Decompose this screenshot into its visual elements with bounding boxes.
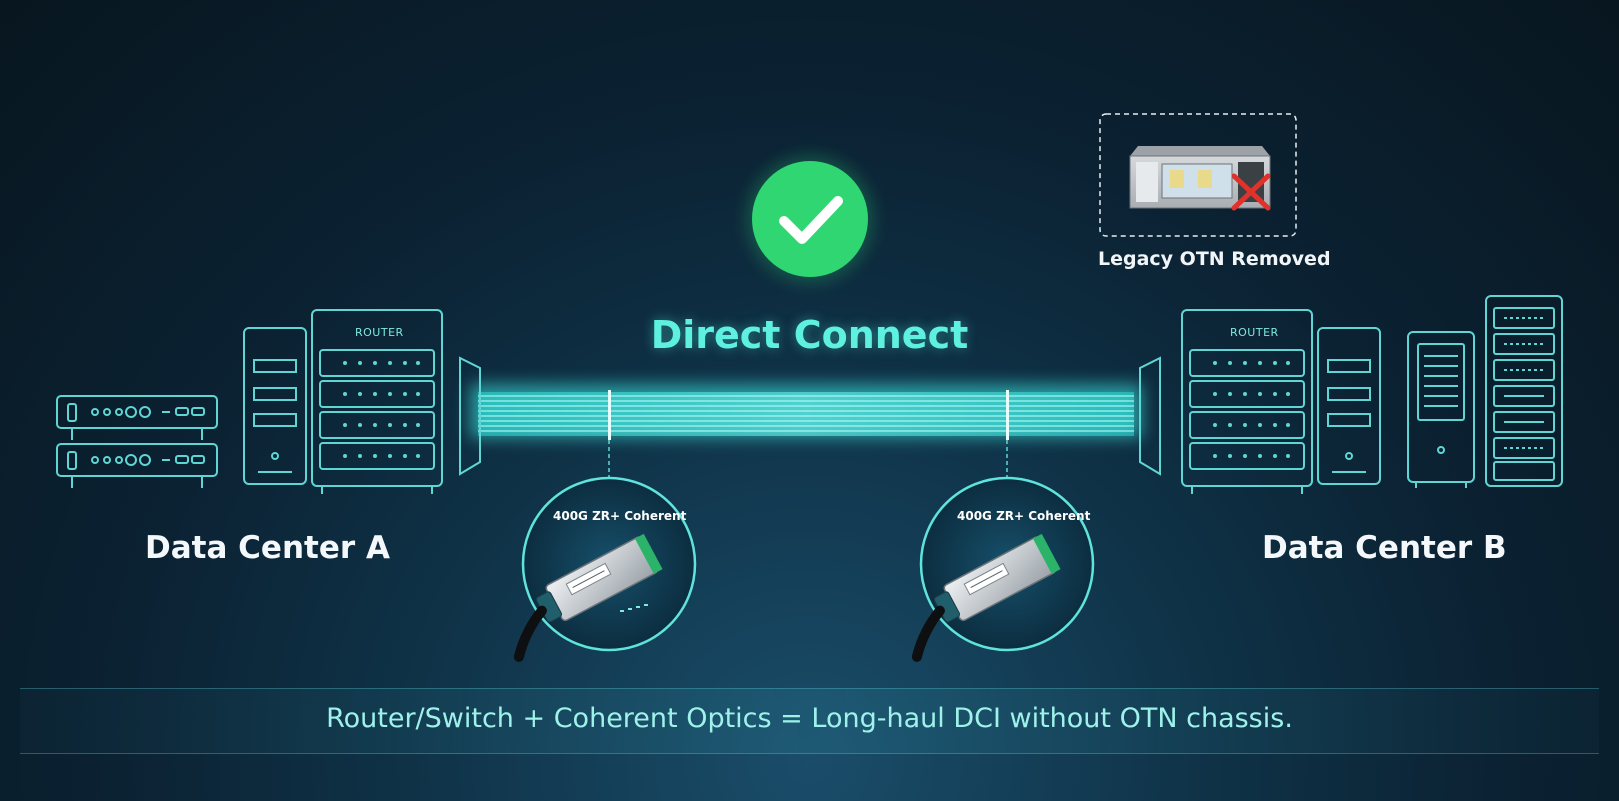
footer-text: Router/Switch + Coherent Optics = Long-h… <box>326 703 1293 734</box>
tower-server-icon <box>243 327 307 485</box>
shelf-unit-icon <box>56 443 218 488</box>
optics-label-right: 400G ZR+ Coherent <box>957 509 1091 523</box>
tower-server-icon <box>1317 327 1381 485</box>
data-center-a-equipment <box>56 309 443 494</box>
fiber-link <box>459 356 1161 476</box>
legacy-otn-label: Legacy OTN Removed <box>1098 248 1331 270</box>
red-x-icon <box>1231 173 1271 211</box>
check-circle-icon <box>746 155 874 283</box>
storage-rack-icon <box>1485 295 1563 487</box>
data-center-b-equipment <box>1181 295 1563 494</box>
router-label-b: ROUTER <box>1230 326 1279 339</box>
router-label-a: ROUTER <box>355 326 404 339</box>
otn-chassis-icon <box>1129 146 1271 209</box>
transceiver-module-icon <box>911 533 1061 662</box>
footer-banner <box>20 688 1599 754</box>
optics-label-left: 400G ZR+ Coherent <box>553 509 687 523</box>
router-rack-icon <box>1181 309 1313 494</box>
legacy-otn-box <box>1099 113 1297 237</box>
data-center-a-label: Data Center A <box>145 530 390 566</box>
tower-server-icon <box>1407 331 1475 488</box>
direct-connect-title: Direct Connect <box>650 313 969 357</box>
router-rack-icon <box>311 309 443 494</box>
optics-module-right <box>911 476 1095 662</box>
shelf-unit-icon <box>56 395 218 440</box>
data-center-b-label: Data Center B <box>1262 530 1507 566</box>
optics-module-left <box>513 476 697 662</box>
transceiver-module-icon <box>513 533 663 662</box>
